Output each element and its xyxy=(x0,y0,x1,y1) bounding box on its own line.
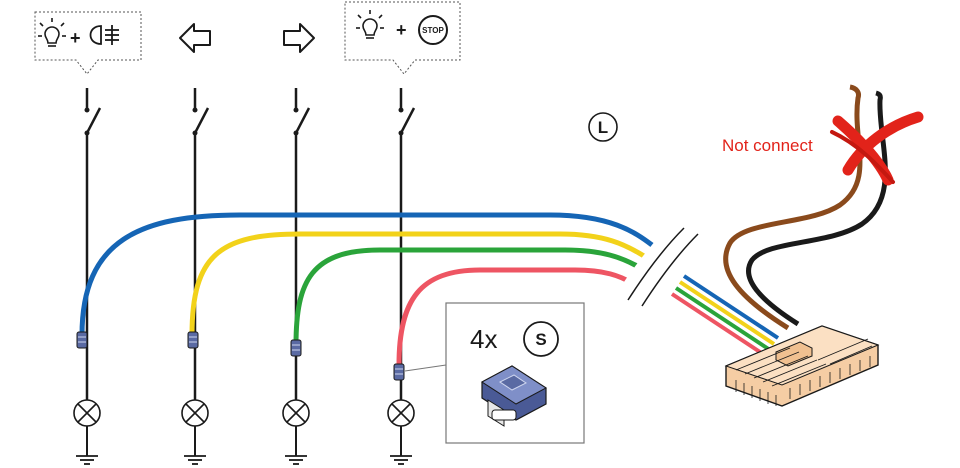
wire-black xyxy=(746,90,888,327)
callout-parking-fog: + xyxy=(34,11,142,75)
svg-text:+: + xyxy=(396,20,407,40)
ground-4 xyxy=(389,455,413,465)
fog-light-icon xyxy=(89,25,119,45)
lamp-4 xyxy=(387,399,415,427)
splice-connector-4 xyxy=(393,363,405,381)
circuit-lines xyxy=(85,133,403,456)
right-turn-arrow-icon xyxy=(283,23,315,53)
lamp-3 xyxy=(282,399,310,427)
connector-code-label: L xyxy=(598,118,608,137)
callout-parking-stop: + STOP xyxy=(344,1,461,75)
switch-4 xyxy=(397,86,416,137)
switch-2 xyxy=(191,86,210,137)
ground-1 xyxy=(75,455,99,465)
lamp-1 xyxy=(73,399,101,427)
splice-connector-3 xyxy=(290,339,302,357)
not-connect-cross xyxy=(830,111,924,186)
not-connect-label: Not connect xyxy=(722,136,813,155)
switch-3 xyxy=(292,86,311,137)
connector-code-badge: L xyxy=(588,112,618,142)
stop-icon: STOP xyxy=(418,15,448,45)
wire-break-mark xyxy=(617,217,699,309)
splice-connector-2 xyxy=(187,331,199,349)
ground-3 xyxy=(284,455,308,465)
left-turn-arrow-icon xyxy=(179,23,211,53)
switch-1 xyxy=(83,86,102,137)
wire-green xyxy=(293,247,772,352)
svg-text:+: + xyxy=(70,28,81,48)
splice-code-label: S xyxy=(535,330,546,349)
ground-2 xyxy=(183,455,207,465)
quantity-label: 4x xyxy=(470,324,497,354)
splice-connector-illustration xyxy=(481,365,547,427)
splice-connector-1 xyxy=(76,331,88,349)
wire-brown xyxy=(723,84,863,331)
splice-detail-box: 4x S xyxy=(404,302,585,444)
lamp-2 xyxy=(181,399,209,427)
wire-yellow xyxy=(189,231,776,346)
stop-label: STOP xyxy=(422,26,444,35)
wire-blue xyxy=(79,212,780,340)
multi-pin-connector xyxy=(724,325,880,407)
wire-red xyxy=(396,267,768,366)
